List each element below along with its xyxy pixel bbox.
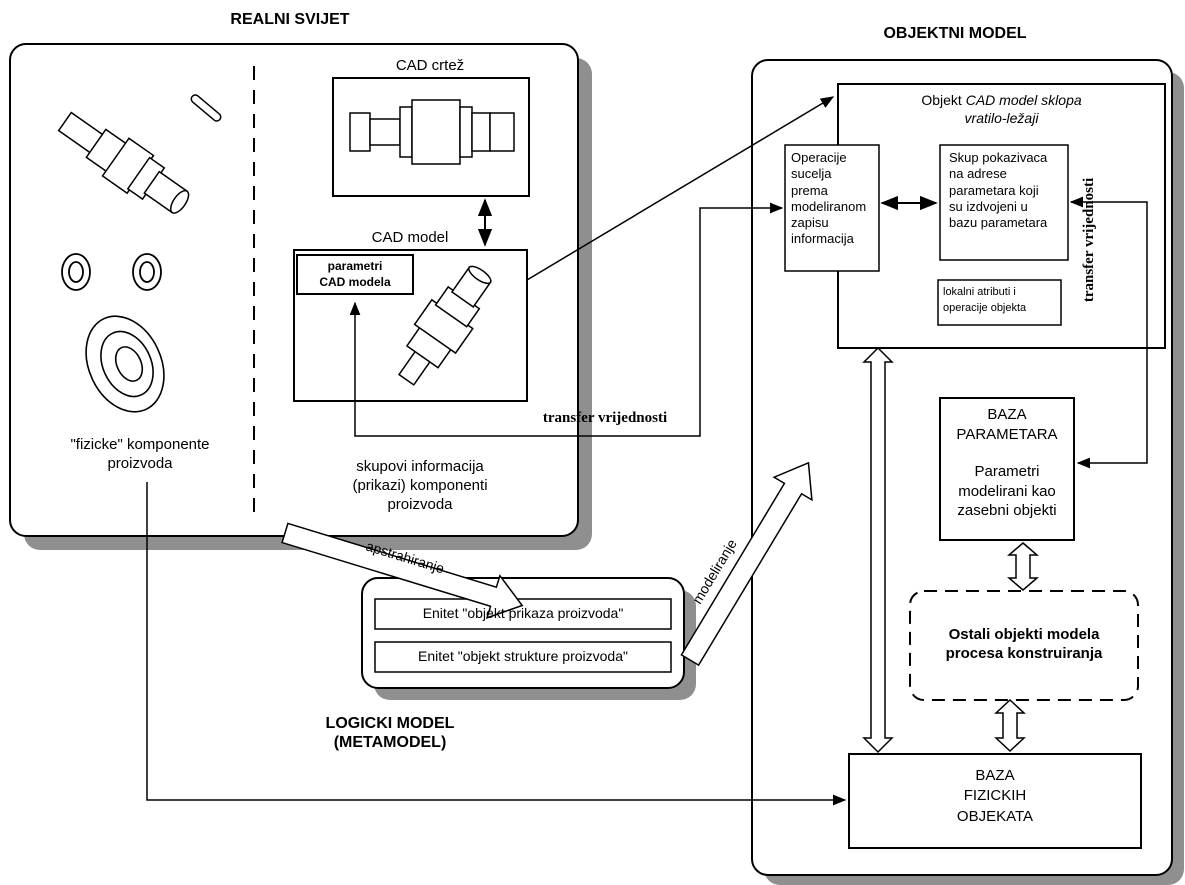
interface-ops-line: zapisu — [791, 215, 829, 230]
interface-ops-line: informacija — [791, 231, 854, 247]
cad-params-line1: parametri — [327, 259, 383, 273]
physical-components-line2: proizvoda — [107, 454, 173, 472]
local-attrs-line: lokalni atributi i — [943, 286, 1016, 298]
cad-model-title: CAD model — [371, 229, 449, 246]
info-sets-line1: skupovi informacija — [356, 458, 484, 475]
param-db-box: BAZA PARAMETARA Parametri modelirani kao… — [940, 405, 1074, 521]
transfer-values-arrow — [349, 202, 784, 437]
cad-drawing-title: CAD crtež — [395, 57, 465, 74]
transfer-values-label: transfer vrijednosti — [542, 410, 668, 426]
interface-ops-line: modeliranom — [791, 198, 867, 214]
cad-model-to-object-arrow — [526, 96, 835, 281]
pointer-set-line: bazu parametara — [949, 215, 1048, 230]
param-db-spacer — [940, 444, 1074, 462]
pointer-set-line: na adrese — [949, 166, 1007, 182]
pointer-set-box: Skup pokazivaca na adrese parametara koj… — [949, 150, 1067, 231]
param-db-line: zasebni objekti — [957, 502, 1057, 519]
pointer-set-line: Skup pokazivaca — [949, 150, 1048, 165]
pointer-set-line: su izdvojeni u — [949, 198, 1028, 214]
logical-model-panel — [361, 577, 696, 700]
entity-structure-label: Enitet "objekt strukture proizvoda" — [418, 648, 628, 664]
logical-model-title: LOGICKI MODEL — [325, 715, 455, 732]
interface-ops-line: Operacije — [791, 150, 847, 165]
physical-db-box: BAZA FIZICKIH OBJEKATA — [849, 766, 1141, 827]
info-sets-line2: (prikazi) komponenti — [352, 476, 488, 494]
cad-object-title-line2: vratilo-ležaji — [964, 109, 1039, 126]
param-db-line: PARAMETARA — [956, 425, 1058, 443]
physical-components-label: "fizicke" komponente proizvoda — [40, 436, 240, 474]
logical-model-subtitle: (METAMODEL) — [333, 734, 447, 751]
bearing-sketches — [61, 253, 162, 291]
other-objects-line1: Ostali objekti modela — [948, 626, 1100, 643]
object-model-panel — [751, 59, 1184, 885]
modeling-block-arrow — [680, 461, 813, 667]
local-attrs-box: lokalni atributi i operacije objekta — [943, 285, 1061, 317]
transfer-values-vertical-label: transfer vrijednosti — [1081, 177, 1097, 303]
param-db-line: BAZA — [987, 406, 1027, 423]
object-model-title: OBJEKTNI MODEL — [883, 25, 1027, 42]
cad-object-title: Objekt CAD model sklopa vratilo-ležaji — [845, 92, 1158, 127]
real-world-title: REALNI SVIJET — [230, 11, 350, 28]
cad-object-title-italic: CAD model sklopa — [965, 92, 1082, 108]
cad-object-title-prefix: Objekt — [921, 92, 966, 108]
hollow-double-arrows — [862, 346, 1040, 754]
transfer-values-right-arrow — [1069, 196, 1148, 469]
physical-db-line: FIZICKIH — [963, 787, 1027, 805]
cad-params-label: parametri CAD modela — [298, 258, 412, 290]
other-objects-line2: procesa konstruiranja — [945, 644, 1103, 662]
abstraction-block-arrow — [281, 522, 524, 619]
local-attrs-line: operacije objekta — [943, 301, 1027, 314]
param-db-line: Parametri — [974, 463, 1040, 480]
interface-ops-line: sucelja — [791, 166, 832, 182]
interface-ops-box: Operacije sucelja prema modeliranom zapi… — [791, 150, 879, 248]
shaft-sketch — [57, 94, 222, 214]
physical-db-line: OBJEKATA — [956, 807, 1034, 825]
flange-sketch — [85, 315, 165, 413]
physical-to-db-arrow — [146, 482, 847, 806]
entity-display-label: Enitet "objekt prikaza proizvoda" — [422, 605, 624, 621]
physical-db-line: BAZA — [975, 767, 1015, 784]
info-sets-line3: proizvoda — [387, 495, 453, 513]
cad-drawing-box — [332, 77, 530, 197]
cad-params-line2: CAD modela — [319, 275, 391, 290]
other-objects-label: Ostali objekti modela procesa konstruira… — [910, 626, 1138, 664]
pointer-set-line: parametara koji — [949, 182, 1039, 198]
info-sets-label: skupovi informacija (prikazi) komponenti… — [320, 458, 520, 514]
param-db-line: modelirani kao — [958, 482, 1056, 500]
interface-ops-line: prema — [791, 182, 828, 198]
physical-components-line1: "fizicke" komponente — [70, 436, 210, 453]
